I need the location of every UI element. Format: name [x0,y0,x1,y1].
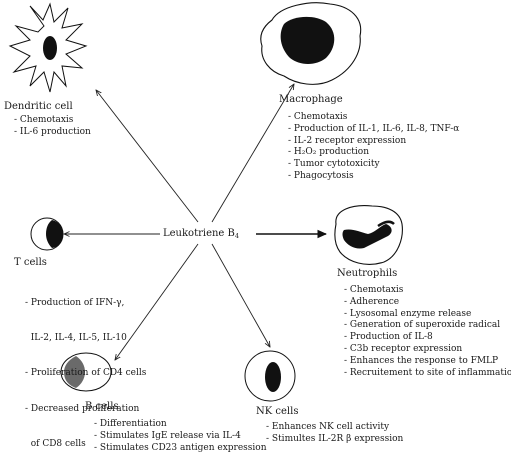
nk-cells-name: NK cells [256,406,299,417]
effect-item: - Production of IFN-γ, [25,297,125,308]
effect-item: - Production of IL-1, IL-6, IL-8, TNF-α [288,123,460,134]
dendritic-cell-name: Dendritic cell [4,101,73,112]
macrophage-name: Macrophage [279,94,343,105]
leukotriene-b4-label: Leukotriene B4 [163,228,240,240]
macrophage-icon [260,2,362,85]
neutrophil-icon [334,205,403,265]
neutrophils-name: Neutrophils [337,268,398,279]
arrow-to-macrophage [211,84,294,223]
t-cell-icon [30,217,64,251]
effect-item: - IL-6 production [14,126,91,137]
dendritic-cell-icon [8,2,88,93]
arrow-to-nkcells [211,243,270,347]
effect-item: - Differentiation [94,419,167,429]
effect-item: - Phagocytosis [288,170,354,181]
effect-item: - Decreased proliferation [25,403,140,414]
effect-item: - Chemotaxis [14,115,74,125]
effect-item: - Chemotaxis [288,112,348,122]
effect-item: - H₂O₂ production [288,147,369,158]
b-cell-icon [60,352,112,392]
macrophage-effects-list: - Chemotaxis - Production of IL-1, IL-6,… [288,112,459,183]
nk-cells-effects-list: - Enhances NK cell activity - Stimultes … [266,422,403,446]
effect-item: - Recruitement to site of inflammation [344,367,511,378]
effect-item: - Chemotaxis [344,285,404,295]
effect-item: IL-2, IL-4, IL-5, IL-10 [25,332,127,343]
arrow-to-bcells [115,243,199,360]
neutrophils-effects-list: - Chemotaxis - Adherence - Lysosomal enz… [344,285,511,379]
effect-item: of CD8 cells [25,439,86,450]
effect-item: - Production of IL-8 [344,332,433,343]
effect-item: - Tumor cytotoxicity [288,159,380,170]
effect-item: - IL-2 receptor expression [288,135,407,146]
effect-item: - Stimulates IgE release via IL-4 [94,430,241,441]
arrow-to-dendritic [96,90,199,223]
effect-item: - Adherence [344,296,400,307]
effect-item: - Enhances NK cell activity [266,422,390,432]
dendritic-effects-list: - Chemotaxis - IL-6 production [14,115,91,139]
effect-item: - C3b receptor expression [344,343,463,354]
b-cells-name: B cells [85,401,119,412]
effect-item: - Generation of superoxide radical [344,320,501,331]
nk-cell-icon [244,350,296,402]
t-cells-name: T cells [14,257,47,268]
effect-item: - Lysosomal enzyme release [344,308,472,319]
effect-item: - Stimultes IL-2R β expression [266,433,404,444]
t-cells-effects-list: - Production of IFN-γ, IL-2, IL-4, IL-5,… [25,274,146,458]
b-cells-effects-list: - Differentiation - Stimulates IgE relea… [94,419,267,454]
effect-item: - Stimulates CD23 antigen expression [94,442,267,453]
effect-item: - Enhances the response to FMLP [344,355,499,366]
effect-item: - Proliferation of CD4 cells [25,368,147,379]
